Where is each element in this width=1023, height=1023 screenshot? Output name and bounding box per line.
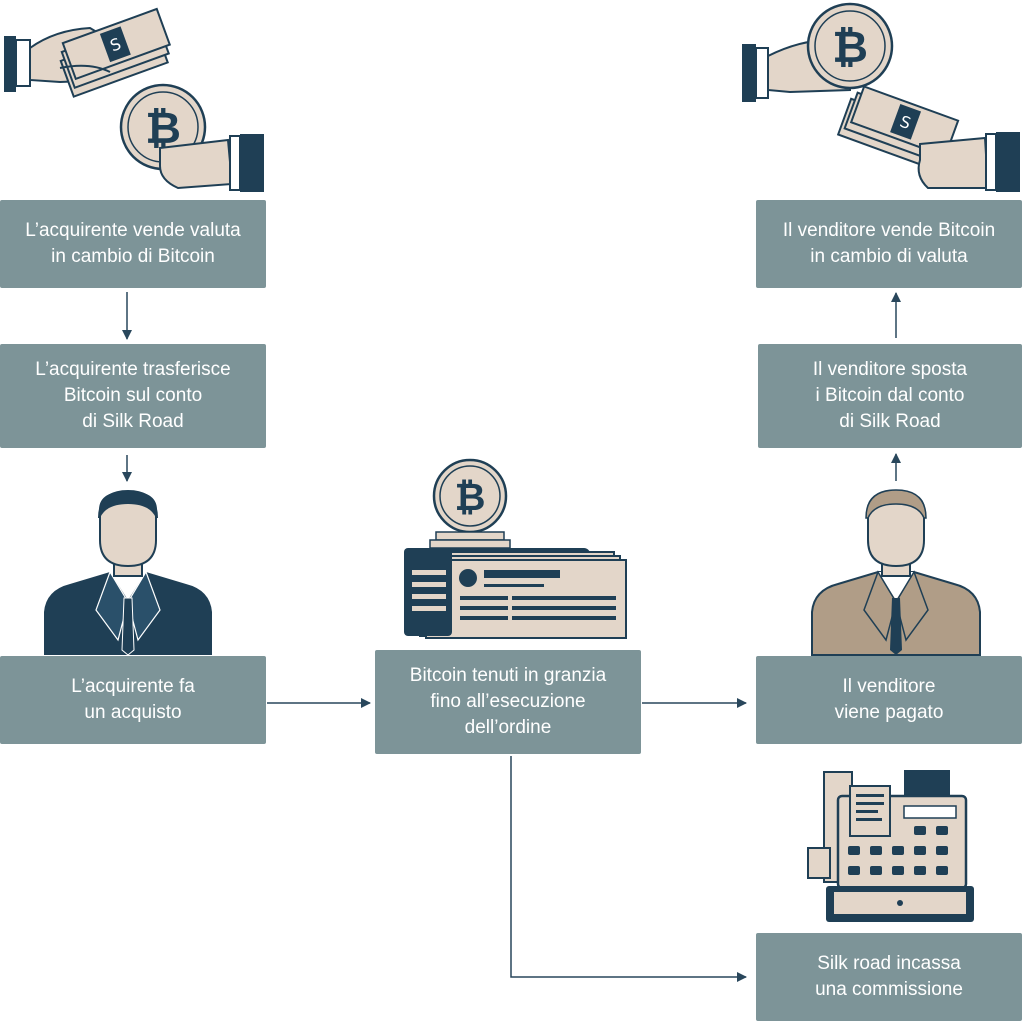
step-buyer-sells-currency-label: L’acquirente vende valuta in cambio di B… bbox=[25, 220, 241, 267]
arrow-escrow-to-commission bbox=[510, 756, 747, 982]
step-seller-paid: Il venditore viene pagato bbox=[756, 656, 1022, 744]
bitcoin-coin-icon: ₿ bbox=[119, 83, 264, 192]
step-seller-moves: Il venditore sposta i Bitcoin dal conto … bbox=[758, 344, 1022, 448]
step-buyer-sells-currency: L’acquirente vende valuta in cambio di B… bbox=[0, 200, 266, 288]
buyer-person-icon bbox=[44, 490, 212, 656]
step-buyer-transfers: L’acquirente trasferisce Bitcoin sul con… bbox=[0, 344, 266, 448]
step-seller-moves-label: Il venditore sposta i Bitcoin dal conto … bbox=[812, 359, 968, 432]
svg-text:₿: ₿ bbox=[832, 22, 868, 73]
seller-exchange-icon: ₿ S bbox=[742, 2, 1020, 192]
cash-register-icon bbox=[807, 770, 974, 922]
step-buyer-purchases-label: L’acquirente fa un acquisto bbox=[71, 676, 195, 723]
step-commission: Silk road incassa una commissione bbox=[756, 933, 1022, 1021]
escrow-ledger-icon: ₿ bbox=[404, 458, 627, 639]
step-buyer-purchases: L’acquirente fa un acquisto bbox=[0, 656, 266, 744]
step-escrow-label: Bitcoin tenuti in granzia fino all’esecu… bbox=[409, 665, 607, 738]
seller-person-icon bbox=[811, 489, 981, 656]
step-escrow: Bitcoin tenuti in granzia fino all’esecu… bbox=[375, 650, 641, 754]
step-seller-sells-label: Il venditore vende Bitcoin in cambio di … bbox=[782, 220, 996, 267]
step-commission-label: Silk road incassa una commissione bbox=[815, 953, 963, 1000]
hand-cash-exchange-icon: S bbox=[4, 7, 172, 98]
step-seller-paid-label: Il venditore viene pagato bbox=[834, 676, 944, 723]
step-buyer-transfers-label: L’acquirente trasferisce Bitcoin sul con… bbox=[35, 359, 231, 432]
step-seller-sells: Il venditore vende Bitcoin in cambio di … bbox=[756, 200, 1022, 288]
svg-text:₿: ₿ bbox=[455, 475, 486, 519]
